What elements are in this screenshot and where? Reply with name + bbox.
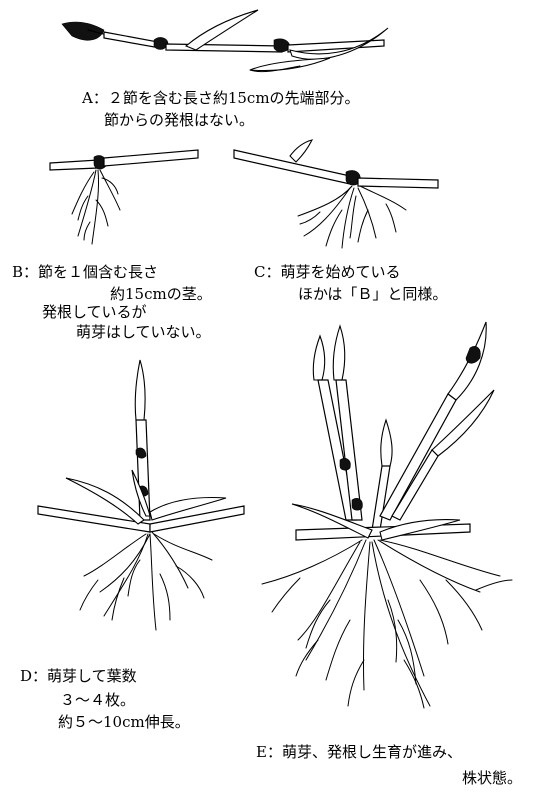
panel-d-line2: ３～４枚。: [60, 690, 135, 710]
panel-d-drawing: [38, 360, 244, 630]
panel-e-line1: E：萌芽、発根し生育が進み、: [256, 742, 462, 762]
panel-a-line1: A：２節を含む長さ約15cmの先端部分。: [82, 88, 360, 108]
panel-b-line3: 発根しているが: [42, 302, 147, 322]
panel-d-line1: D：萌芽して葉数: [20, 666, 137, 686]
panel-b-line1: B：節を１個含む長さ: [12, 262, 158, 282]
panel-a-line2: 節からの発根はない。: [104, 110, 254, 130]
panel-b-line4: 萌芽はしていない。: [76, 322, 211, 342]
panel-c-line2: ほかは「Ｂ」と同様。: [298, 284, 447, 304]
panel-e-line2: 株状態。: [462, 768, 522, 788]
panel-a-drawing: [62, 10, 388, 72]
panel-c-line1: C：萌芽を始めている: [254, 262, 400, 282]
panel-c-drawing: [234, 140, 438, 248]
panel-b-drawing: [50, 150, 198, 244]
panel-b-line2: 約15cmの茎。: [110, 284, 212, 304]
panel-e-drawing: [262, 322, 512, 708]
panel-d-line3: 約５～10cm伸長。: [58, 712, 190, 732]
